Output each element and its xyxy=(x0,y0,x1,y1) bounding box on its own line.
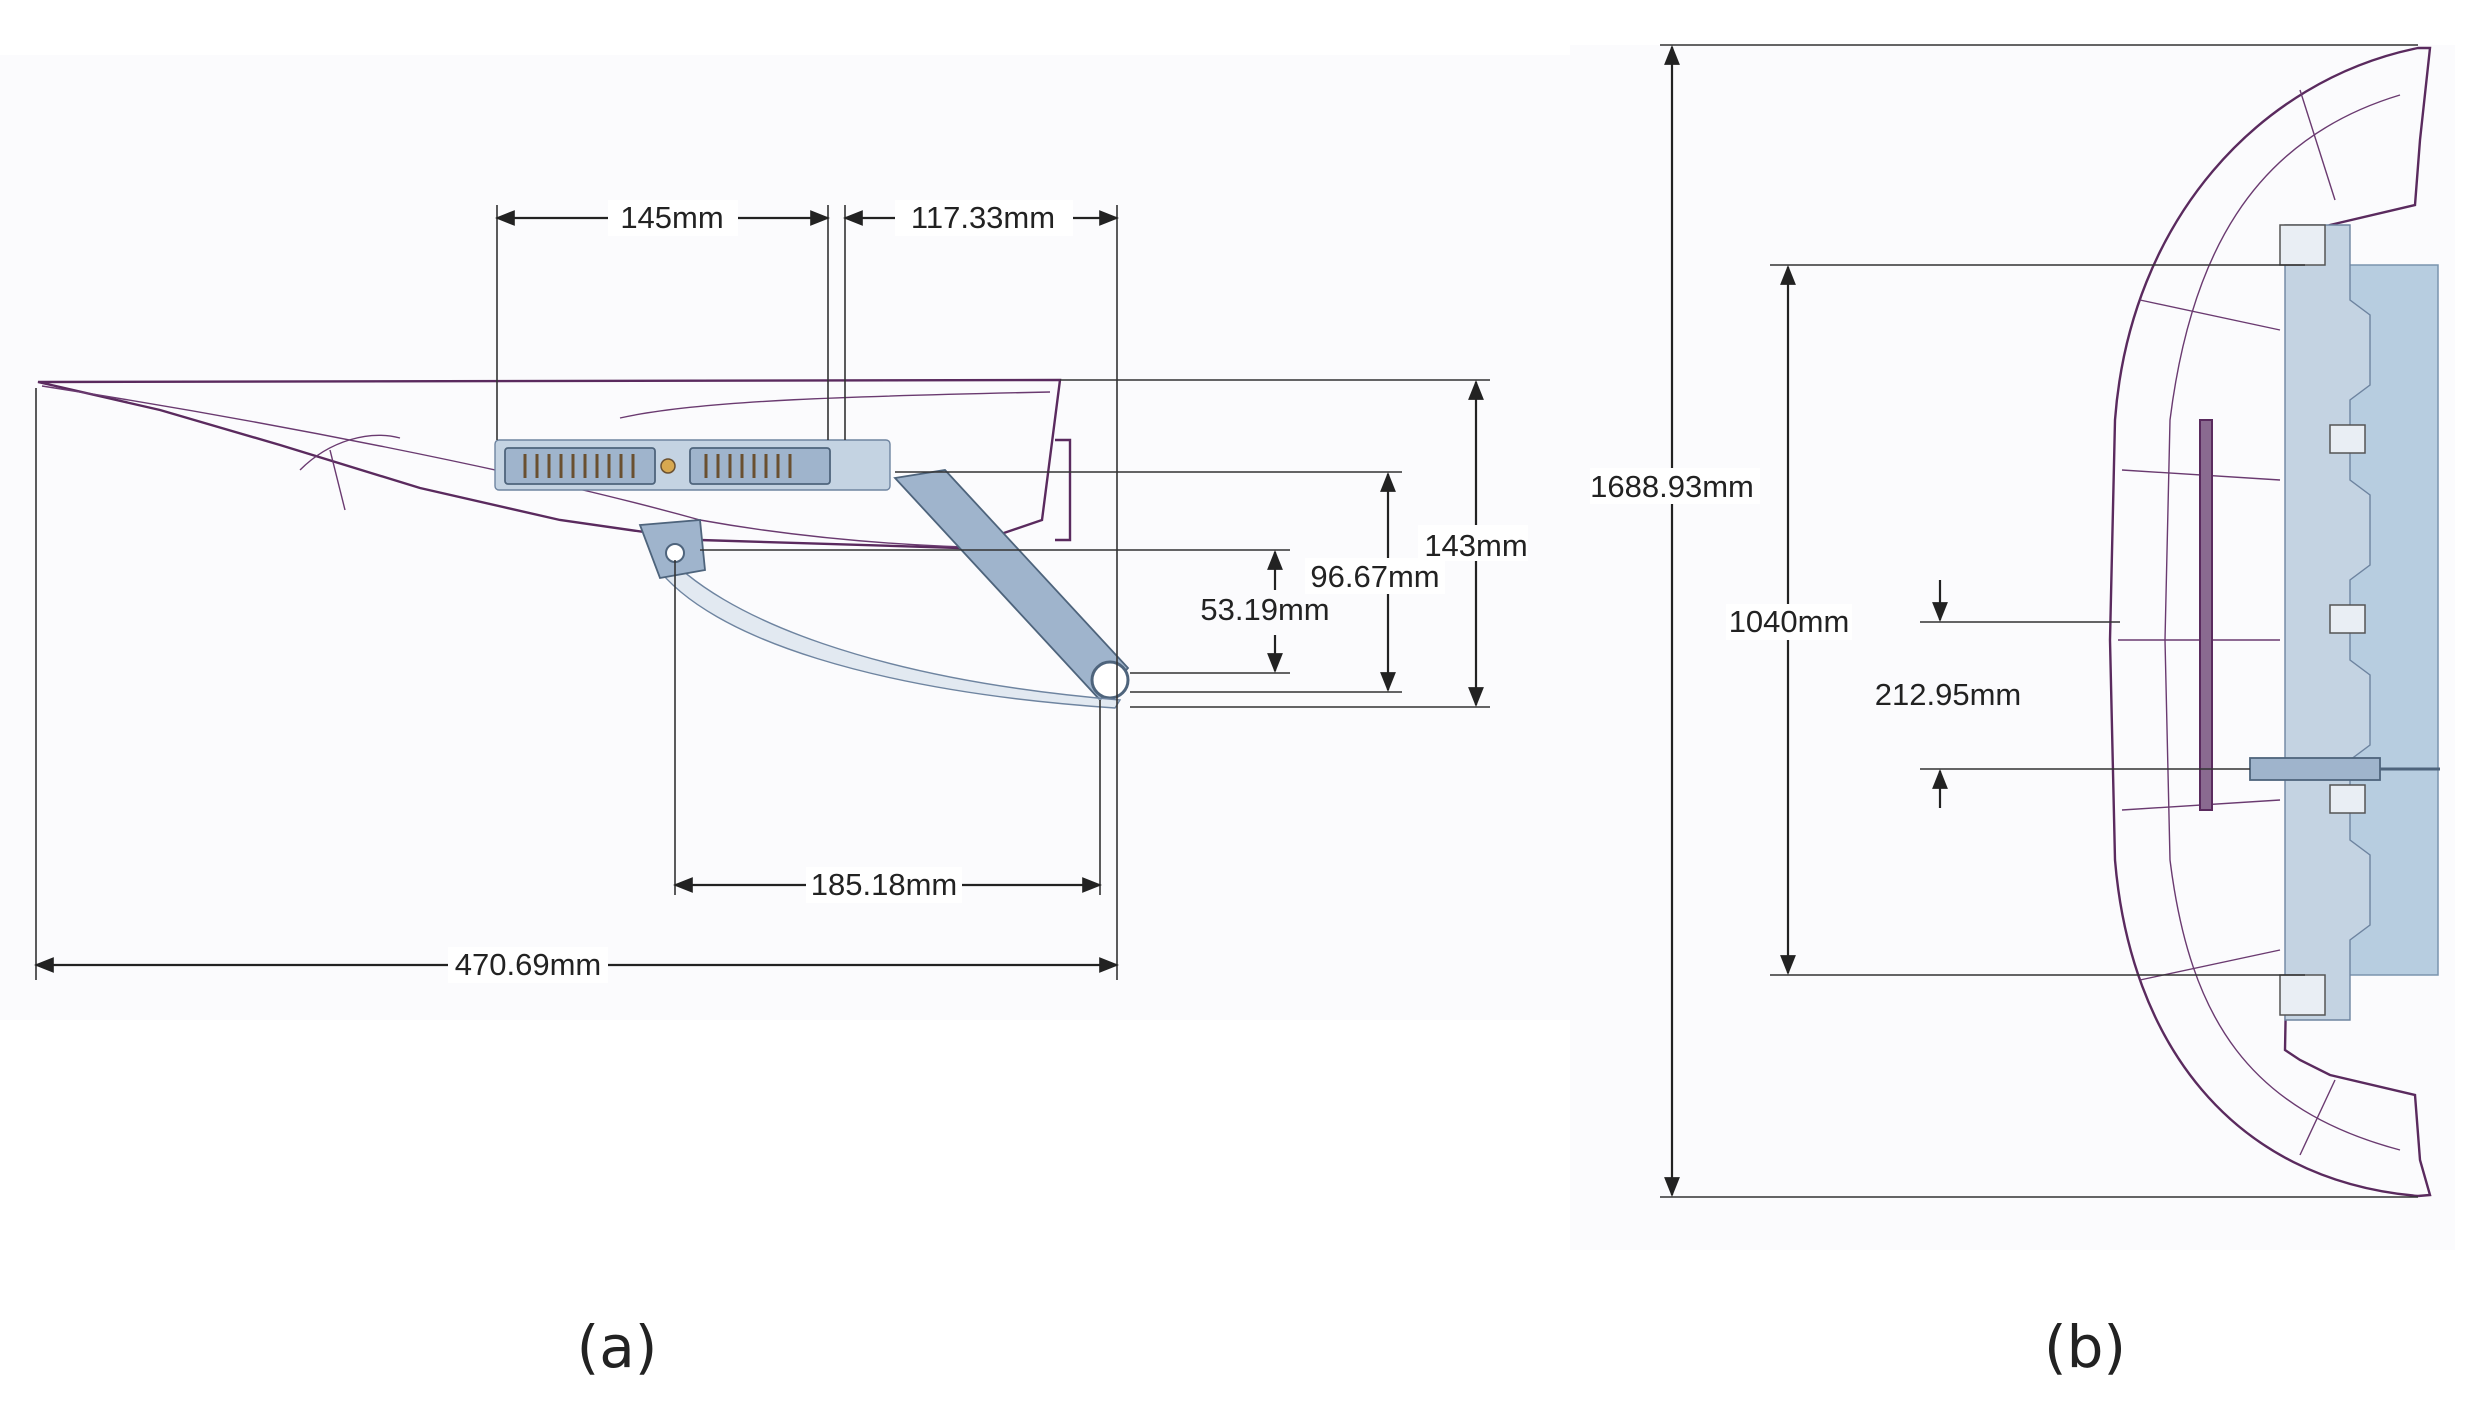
actuator-plan xyxy=(2249,757,2381,781)
wing-detail-stem xyxy=(329,449,346,511)
wing-profile xyxy=(37,378,1062,550)
wing-detail-curl xyxy=(299,434,401,471)
dim-53-label: 53.19mm xyxy=(1200,592,1329,627)
wing-planform xyxy=(2108,46,2432,1198)
dim-470-label: 470.69mm xyxy=(455,947,601,982)
panel-b-caption: (b) xyxy=(2044,1313,2126,1381)
actuator-coil-ribs xyxy=(523,454,792,478)
mount-rail xyxy=(2284,224,2371,1021)
actuator-coil-left xyxy=(504,447,656,485)
wing-upper-panel-line xyxy=(619,391,1051,419)
mount-brackets xyxy=(2279,224,2366,1016)
planform-inner-line xyxy=(2164,94,2401,1151)
actuator-pivot xyxy=(660,458,676,474)
panel-a-background xyxy=(0,55,1570,1020)
dim-96-label: 96.67mm xyxy=(1310,559,1439,594)
dim-1688-label: 1688.93mm xyxy=(1590,469,1754,504)
wing-inner-line xyxy=(41,385,1001,549)
dim-185-label: 185.18mm xyxy=(811,867,957,902)
dim-1040-label: 1040mm xyxy=(1729,604,1850,639)
flap-profile xyxy=(654,546,1122,709)
dim-145-label: 145mm xyxy=(620,200,723,235)
flap-hinge xyxy=(665,543,685,563)
panel-a-caption: (a) xyxy=(577,1313,658,1381)
dim-117-label: 117.33mm xyxy=(911,200,1055,235)
panel-a-drawing: 145mm 117.33mm 143mm 96.67mm 53.19mm 185… xyxy=(0,55,1570,1020)
dim-212-label: 212.95mm xyxy=(1875,677,2021,712)
extension-lines-a xyxy=(35,205,1490,980)
linkage-pivot xyxy=(1090,660,1130,700)
flap-strip xyxy=(2199,419,2213,811)
wing-trailing-tab xyxy=(1055,438,1072,542)
dim-143-label: 143mm xyxy=(1424,528,1527,563)
extension-lines-b xyxy=(1660,44,2418,1198)
panel-b-drawing: 1688.93mm 1040mm 212.95mm xyxy=(1570,44,2455,1250)
actuator-coil-right xyxy=(689,447,831,485)
